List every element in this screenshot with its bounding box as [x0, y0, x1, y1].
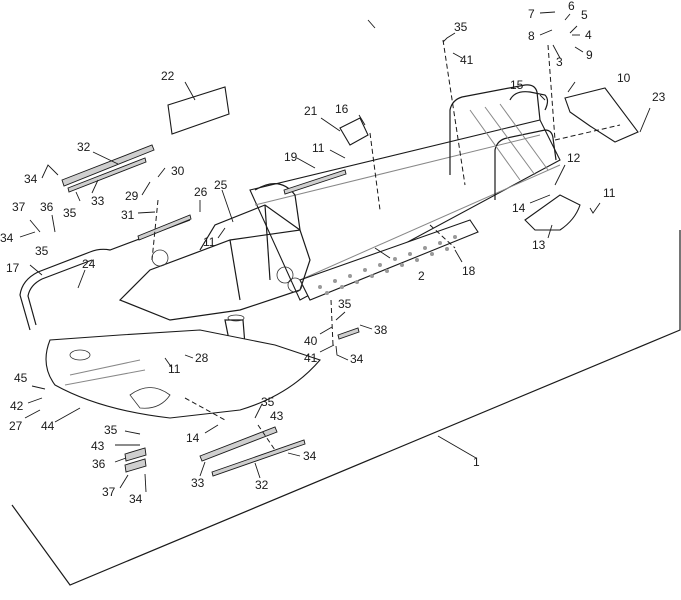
- hitch-cover: [524, 194, 581, 231]
- callout-11-lower: 11: [168, 362, 181, 376]
- callout-45: 45: [14, 371, 28, 385]
- callout-38: 38: [374, 323, 388, 337]
- callout-41-center: 41: [304, 351, 318, 365]
- callout-28: 28: [195, 351, 209, 365]
- snow-flap: [564, 87, 639, 143]
- callout-22: 22: [161, 69, 175, 83]
- control-mount: [339, 117, 369, 146]
- front-bumper: [19, 219, 191, 331]
- callout-23: 23: [652, 90, 666, 104]
- callout-12: 12: [567, 151, 581, 165]
- callout-33-top: 33: [91, 194, 105, 208]
- callout-44: 44: [41, 419, 55, 433]
- rails: [61, 144, 360, 477]
- callout-14-rear: 14: [512, 201, 526, 215]
- callout-7: 7: [528, 7, 535, 21]
- callout-32-top: 32: [77, 140, 91, 154]
- callout-2: 2: [418, 269, 425, 283]
- callout-labels: 1 2 3 4 5 6 7 8 9 10 11 11 11 11 12 13 1…: [0, 0, 666, 506]
- callout-42: 42: [10, 399, 24, 413]
- callout-27: 27: [9, 419, 23, 433]
- callout-4: 4: [585, 28, 592, 42]
- callout-37-bottom: 37: [102, 485, 116, 499]
- callout-35-center: 35: [338, 297, 352, 311]
- callout-40: 40: [304, 334, 318, 348]
- callout-25: 25: [214, 178, 228, 192]
- callout-35-bottom: 35: [261, 395, 275, 409]
- callout-6: 6: [568, 0, 575, 13]
- callout-36-top: 36: [40, 200, 54, 214]
- callout-26: 26: [194, 185, 208, 199]
- callout-8: 8: [528, 29, 535, 43]
- callout-11-front: 11: [203, 235, 216, 249]
- callout-37-top: 37: [12, 200, 26, 214]
- callout-1: 1: [473, 455, 480, 469]
- callout-11-tunnel: 11: [312, 141, 325, 155]
- callout-41-top: 41: [460, 53, 474, 67]
- leader-lines: [19, 11, 651, 493]
- callout-34-bottom: 34: [303, 449, 317, 463]
- callout-35-left: 35: [63, 206, 77, 220]
- running-board-holes: [318, 235, 457, 295]
- callout-3: 3: [556, 55, 563, 69]
- assembly-boundary: [11, 230, 681, 586]
- tunnel: [249, 84, 561, 301]
- callout-34-bottomleft: 34: [129, 492, 143, 506]
- callout-24: 24: [82, 257, 96, 271]
- callout-34-left: 34: [0, 231, 14, 245]
- callout-35-top: 35: [454, 20, 468, 34]
- callout-33-bottom: 33: [191, 476, 205, 490]
- callout-19: 19: [284, 150, 298, 164]
- callout-30: 30: [171, 164, 185, 178]
- nose-pan: [45, 329, 321, 419]
- callout-43-bottom: 43: [270, 409, 284, 423]
- callout-9: 9: [586, 48, 593, 62]
- callout-14-lower: 14: [186, 431, 200, 445]
- assembly-lines: [151, 39, 621, 451]
- callout-13: 13: [532, 238, 546, 252]
- callout-21: 21: [304, 104, 318, 118]
- callout-36-bottom: 36: [92, 457, 106, 471]
- callout-16: 16: [335, 102, 349, 116]
- callout-34-center: 34: [350, 352, 364, 366]
- callout-35-leftlow: 35: [35, 244, 49, 258]
- callout-31: 31: [121, 208, 135, 222]
- callout-11-rear: 11: [603, 186, 616, 200]
- callout-17: 17: [6, 261, 20, 275]
- callout-35-bottomleft: 35: [104, 423, 118, 437]
- callout-18: 18: [462, 264, 476, 278]
- callout-32-bottom: 32: [255, 478, 269, 492]
- callout-10: 10: [617, 71, 631, 85]
- callout-43-bottomleft: 43: [91, 439, 105, 453]
- callout-15: 15: [510, 78, 524, 92]
- windshield-decal: [167, 86, 230, 135]
- callout-5: 5: [581, 8, 588, 22]
- callout-29: 29: [125, 189, 139, 203]
- callout-34-topleft: 34: [24, 172, 38, 186]
